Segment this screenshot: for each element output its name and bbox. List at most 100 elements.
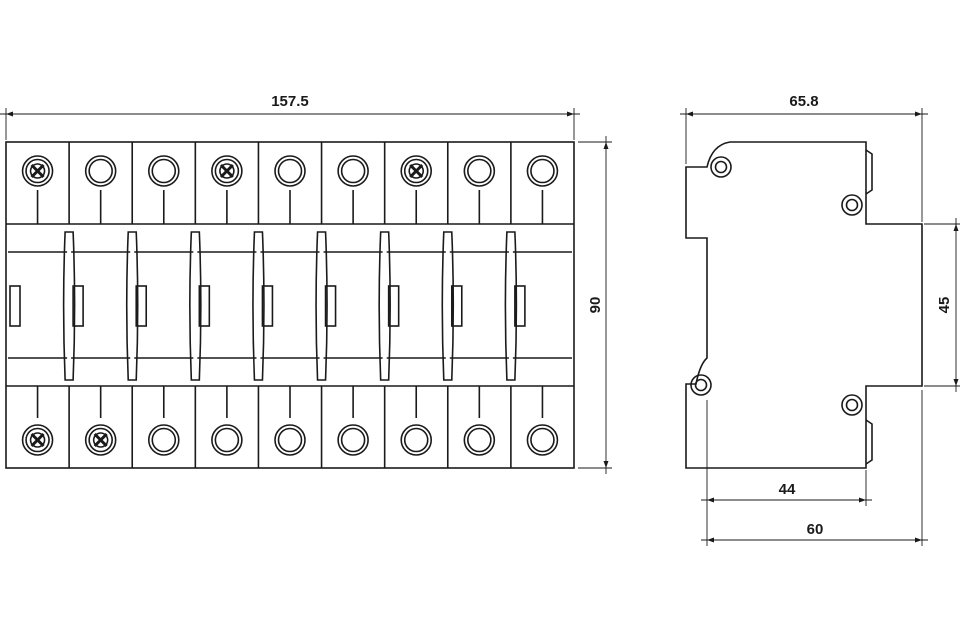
dim-44-label: 44 bbox=[779, 481, 796, 498]
terminal-top-5-outer bbox=[337, 155, 369, 187]
terminal-bottom-2-inner bbox=[151, 427, 177, 453]
dim-height-label: 90 bbox=[587, 297, 604, 314]
screw-bottom-0-slot-b bbox=[30, 432, 45, 448]
screw-top-0-head bbox=[29, 163, 46, 179]
front-outer-frame bbox=[5, 141, 575, 469]
terminal-bottom-6-inner bbox=[403, 427, 429, 453]
screw-bottom-0-head bbox=[29, 432, 46, 448]
front-view bbox=[5, 141, 575, 469]
terminal-bottom-0-inner bbox=[25, 427, 50, 453]
arrow-height-bottom bbox=[603, 461, 609, 468]
terminal-top-4-outer bbox=[274, 155, 306, 187]
body-band-7 bbox=[449, 251, 509, 359]
terminal-bottom-7-outer bbox=[463, 424, 496, 456]
terminal-bottom-8-outer bbox=[526, 424, 559, 456]
label-tab-4 bbox=[261, 285, 274, 327]
arrow-44-left bbox=[707, 497, 714, 503]
terminal-bottom-5-outer bbox=[337, 424, 369, 456]
body-band-5 bbox=[323, 251, 383, 359]
terminal-top-0-outer bbox=[21, 155, 54, 187]
arrow-rail-bottom bbox=[953, 379, 959, 386]
side-view bbox=[685, 141, 923, 469]
arrow-width-left bbox=[6, 111, 13, 117]
side-outline bbox=[685, 141, 923, 469]
rib-6 bbox=[378, 231, 391, 381]
screw-top-3-head bbox=[219, 163, 235, 179]
terminal-bottom-3-inner bbox=[214, 427, 240, 453]
label-tab-3 bbox=[198, 285, 211, 327]
label-tab-6 bbox=[387, 285, 400, 327]
dim-rail-label: 45 bbox=[936, 297, 953, 314]
rib-2 bbox=[125, 231, 139, 381]
side-screw-bottom-left bbox=[690, 374, 712, 396]
terminal-bottom-6-outer bbox=[400, 424, 433, 456]
body-band-4 bbox=[260, 251, 320, 359]
rib-5 bbox=[315, 231, 328, 381]
screw-bottom-1-head bbox=[92, 432, 109, 448]
arrow-44-right bbox=[859, 497, 866, 503]
terminal-top-5-inner bbox=[340, 158, 366, 184]
terminal-bottom-3-outer bbox=[211, 424, 243, 456]
arrow-depth-left bbox=[686, 111, 693, 117]
dim-depth-label: 65.8 bbox=[789, 93, 818, 110]
arrow-rail-top bbox=[953, 224, 959, 231]
rib-7 bbox=[441, 231, 455, 381]
arrow-60-right bbox=[915, 537, 922, 543]
rib-4 bbox=[252, 231, 265, 381]
label-tab-1 bbox=[72, 285, 84, 327]
screw-bottom-1-slot-b bbox=[93, 432, 108, 448]
body-band-8 bbox=[512, 251, 572, 359]
screw-top-0-slot-b bbox=[30, 163, 45, 179]
label-tab-8 bbox=[514, 285, 526, 327]
terminal-bottom-5-inner bbox=[340, 427, 366, 453]
terminal-top-2-inner bbox=[151, 158, 177, 184]
terminal-top-1-inner bbox=[88, 158, 113, 184]
side-screw-top-right bbox=[841, 194, 863, 216]
side-bottom-clip bbox=[865, 419, 873, 465]
side-screw-top-left bbox=[710, 156, 732, 178]
dim-60-label: 60 bbox=[807, 521, 824, 538]
body-band-3 bbox=[197, 251, 257, 359]
terminal-top-6-outer bbox=[400, 155, 433, 187]
terminal-top-4-inner bbox=[277, 158, 303, 184]
body-band-6 bbox=[386, 251, 446, 359]
terminal-top-2-outer bbox=[147, 155, 180, 187]
screw-top-6-slot-b bbox=[409, 163, 424, 179]
terminal-bottom-4-outer bbox=[274, 424, 306, 456]
terminal-bottom-2-outer bbox=[147, 424, 180, 456]
body-band-1 bbox=[71, 251, 131, 359]
terminal-bottom-1-outer bbox=[84, 424, 117, 456]
label-tab-0 bbox=[9, 285, 21, 327]
rib-8 bbox=[504, 231, 518, 381]
terminal-top-8-inner bbox=[530, 158, 555, 184]
body-band-2 bbox=[134, 251, 194, 359]
side-screw-bottom-right bbox=[841, 394, 863, 416]
screw-top-3-slot-b bbox=[219, 163, 234, 179]
terminal-top-6-inner bbox=[403, 158, 429, 184]
terminal-bottom-0-outer bbox=[21, 424, 54, 456]
terminal-top-1-outer bbox=[84, 155, 117, 187]
arrow-height-top bbox=[603, 142, 609, 149]
label-tab-7 bbox=[450, 285, 463, 327]
terminal-top-3-inner bbox=[214, 158, 240, 184]
terminal-bottom-4-inner bbox=[277, 427, 303, 453]
terminal-bottom-1-inner bbox=[88, 427, 113, 453]
dimension-lines bbox=[0, 108, 960, 546]
screw-top-6-head bbox=[408, 163, 425, 179]
dim-width-label: 157.5 bbox=[271, 93, 309, 110]
arrow-depth-right bbox=[915, 111, 922, 117]
terminal-bottom-8-inner bbox=[530, 427, 555, 453]
label-tab-5 bbox=[324, 285, 337, 327]
terminal-bottom-7-inner bbox=[467, 427, 492, 453]
arrow-width-right bbox=[567, 111, 574, 117]
rib-3 bbox=[189, 231, 202, 381]
arrow-60-left bbox=[707, 537, 714, 543]
terminal-top-7-inner bbox=[467, 158, 492, 184]
rib-1 bbox=[62, 231, 76, 381]
body-band-0 bbox=[8, 251, 68, 359]
terminal-top-0-inner bbox=[25, 158, 50, 184]
front-modules bbox=[8, 142, 572, 468]
terminal-top-8-outer bbox=[526, 155, 559, 187]
terminal-top-7-outer bbox=[463, 155, 496, 187]
